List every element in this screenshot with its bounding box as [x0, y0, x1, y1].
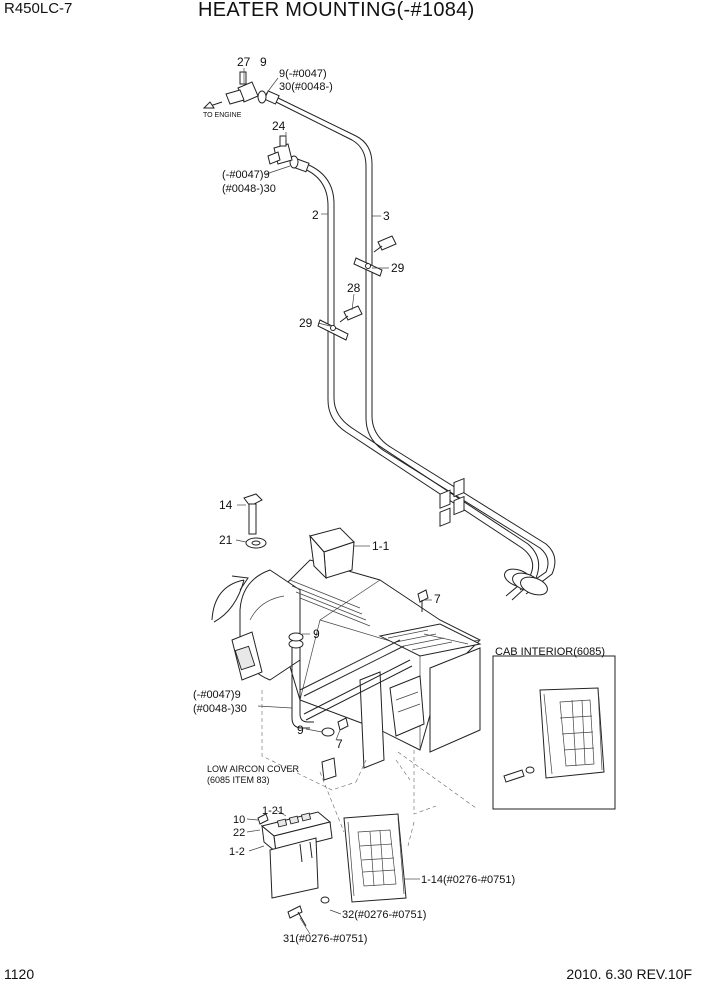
screw-31 — [287, 905, 307, 927]
label-9-mid: 9 — [313, 627, 320, 641]
label-3: 3 — [383, 209, 390, 223]
label-0048-30-lower: (#0048-)30 — [193, 703, 247, 715]
hose-grommet — [504, 568, 548, 596]
label-14: 14 — [219, 498, 233, 512]
label-24: 24 — [272, 119, 286, 133]
leader-lines — [235, 68, 432, 935]
label-1-2: 1-2 — [229, 846, 245, 858]
washer-32 — [320, 896, 330, 904]
label-0047-9-upper: (-#0047)9 — [222, 169, 270, 181]
label-low-aircon-cover: LOW AIRCON COVER — [207, 764, 300, 774]
revision-date: 2010. 6.30 REV.10F — [566, 966, 692, 982]
cover-1-14 — [343, 813, 407, 903]
bolt-28-upper — [373, 235, 397, 253]
label-9-top: 9 — [260, 55, 267, 69]
label-0048-30-upper: (#0048-)30 — [222, 183, 276, 195]
hose-clamp-29-left — [317, 319, 349, 341]
valve-27 — [202, 71, 259, 109]
heater-unit-1-1 — [211, 477, 482, 815]
label-29-right: 29 — [391, 261, 405, 275]
leader-cover-1 — [397, 751, 477, 809]
label-27: 27 — [237, 55, 251, 69]
hose-clamp-top — [257, 90, 280, 105]
label-29-left: 29 — [299, 316, 313, 330]
heater-hose-3 — [271, 95, 556, 595]
label-1-14: 1-14(#0276-#0751) — [421, 874, 515, 886]
label-9-low: 9 — [297, 723, 304, 737]
page-number: 1120 — [4, 966, 35, 982]
washer-21 — [245, 537, 267, 549]
label-10: 10 — [233, 814, 245, 826]
label-22: 22 — [233, 827, 245, 839]
bolt-14 — [243, 493, 263, 535]
label-30-0048-top: 30(#0048-) — [279, 81, 333, 93]
label-9-0047-top: 9(-#0047) — [279, 68, 327, 80]
label-32: 32(#0276-#0751) — [342, 909, 426, 921]
cab-interior-inset — [492, 655, 616, 810]
leader-cover-3 — [407, 821, 415, 847]
label-21: 21 — [219, 533, 233, 547]
label-2: 2 — [312, 208, 319, 222]
control-panel-1-2 — [257, 811, 333, 899]
label-0047-9-lower: (-#0047)9 — [193, 689, 241, 701]
part-callouts: 27 9 9(-#0047) 30(#0048-) TO ENGINE 24 (… — [193, 55, 605, 945]
page-title: HEATER MOUNTING(-#1084) — [198, 0, 475, 21]
label-7-upper: 7 — [434, 592, 441, 606]
model-label: R450LC-7 — [4, 0, 73, 17]
label-28: 28 — [347, 281, 361, 295]
label-to-engine: TO ENGINE — [203, 112, 242, 119]
leader-cover-2 — [319, 771, 345, 833]
valve-24 — [267, 135, 293, 165]
hose-clamp-upper — [289, 155, 310, 173]
bolt-28 — [339, 305, 363, 323]
label-1-21: 1-21 — [262, 805, 284, 817]
hose-clamp-29-right — [353, 257, 383, 277]
label-cab-interior: CAB INTERIOR(6085) — [495, 646, 605, 658]
label-1-1: 1-1 — [372, 539, 390, 553]
label-item-ref: (6085 ITEM 83) — [207, 775, 270, 785]
heater-hose-2 — [301, 162, 540, 601]
label-31: 31(#0276-#0751) — [283, 933, 367, 945]
label-7-low: 7 — [336, 737, 343, 751]
